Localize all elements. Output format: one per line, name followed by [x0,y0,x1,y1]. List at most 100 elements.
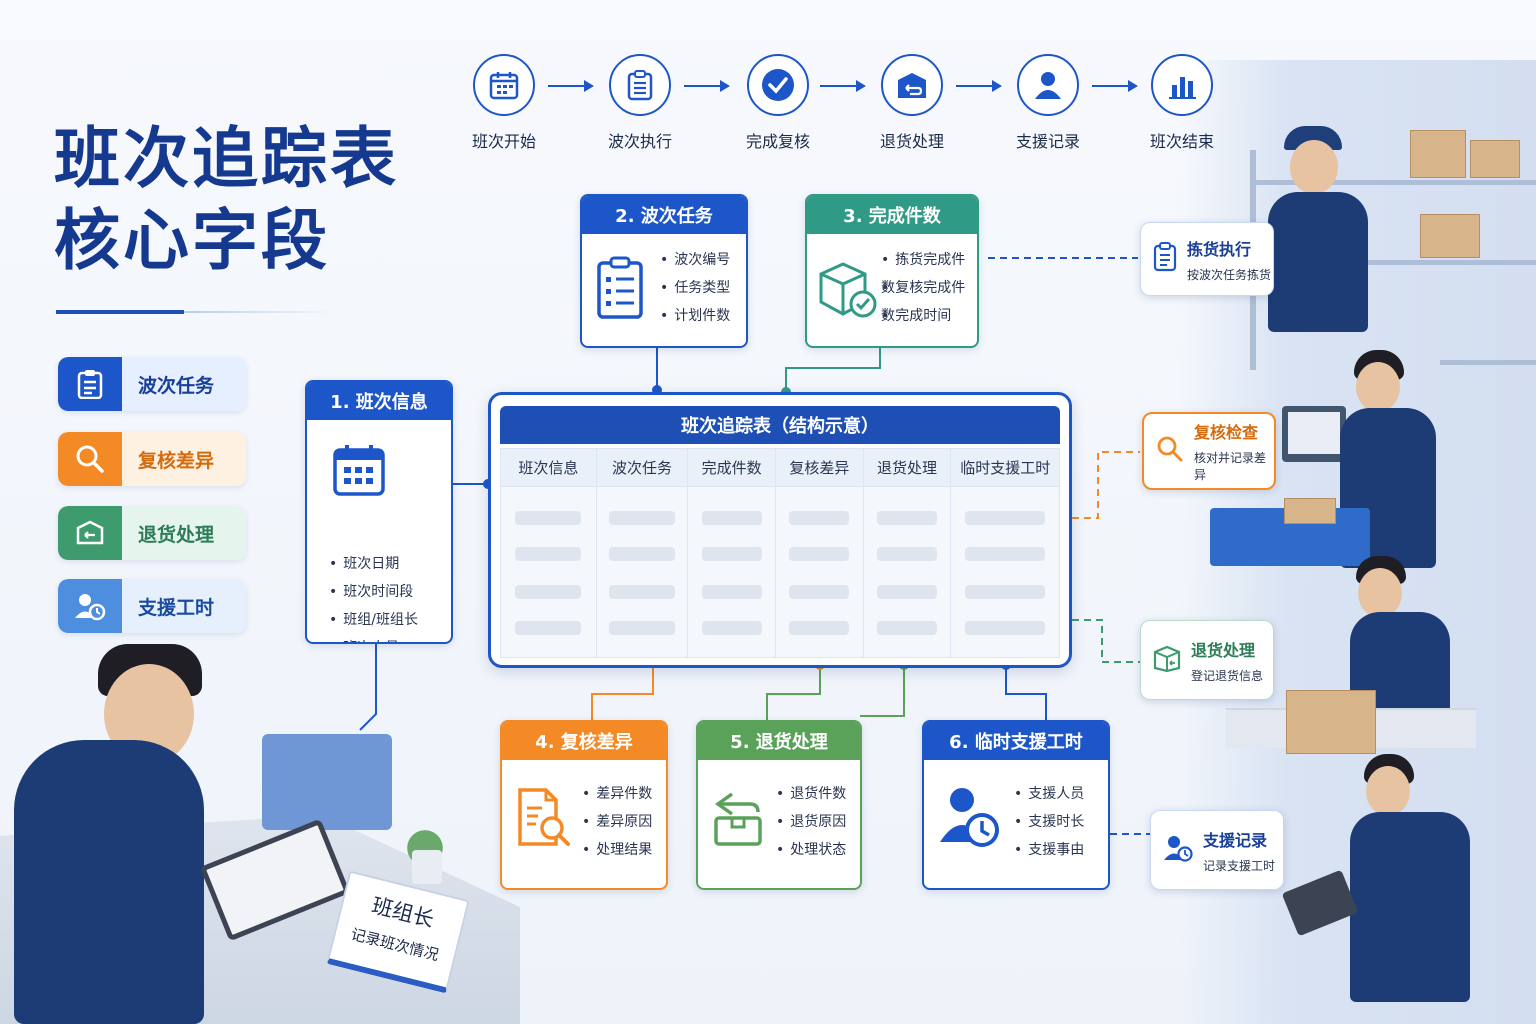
flow-arrow [548,80,594,92]
card-title: 3. 完成件数 [807,196,977,234]
checklist-icon [596,256,644,324]
callout-desc: 核对并记录差异 [1194,451,1267,482]
card-review-diff: 4. 复核差异 差异件数 差异原因 处理结果 [500,720,668,890]
table-header-cell: 完成件数 [688,449,776,487]
flow-step-support-record: 支援记录 [988,54,1108,152]
worker-head [1366,766,1410,816]
field-item: 处理结果 [582,836,652,864]
search-icon [58,432,122,486]
flow-step-returns: 退货处理 [852,54,972,152]
shelf-plank [1250,180,1536,185]
tracking-table: 班次信息 波次任务 完成件数 复核差异 退货处理 临时支援工时 [500,448,1060,658]
carton-box [1284,498,1336,524]
placeholder-cell [965,511,1046,525]
flow-step-label: 班次开始 [471,132,536,151]
card-shift-info: 1. 班次信息 班次日期 班次时间段 班组/班组长 班次人员 [305,380,453,644]
placeholder-cell [789,585,850,599]
table-header-cell: 复核差异 [776,449,863,487]
legend-review-diff: 复核差异 [58,432,246,486]
table-column: 退货处理 [863,449,952,657]
placeholder-cell [515,511,582,525]
user-clock-icon [1163,834,1193,866]
field-list: 支援人员 支援时长 支援事由 [1014,780,1084,864]
placeholder-cell [877,621,938,635]
field-list: 波次编号 任务类型 计划件数 [660,246,730,330]
field-item: 差异原因 [582,808,652,836]
callout-returns: 退货处理 登记退货信息 [1140,620,1274,700]
card-title: 4. 复核差异 [502,722,666,760]
placeholder-cell [789,511,850,525]
flow-step-label: 支援记录 [1015,132,1080,151]
return-box-icon [881,54,943,116]
field-list: 拣货完成件数 复核完成件数 完成时间 [881,246,977,330]
title-underline-fade [184,311,334,313]
carton-box [1470,140,1520,178]
table-column: 波次任务 [596,449,689,657]
placeholder-cell [965,621,1046,635]
flow-step-label: 班次结束 [1149,132,1214,151]
check-circle-icon [747,54,809,116]
user-clock-icon [938,786,1002,854]
placeholder-cell [877,585,938,599]
callout-title: 支援记录 [1203,830,1268,850]
flow-step-shift-start: 班次开始 [444,54,564,152]
legend-label: 复核差异 [122,432,246,486]
worker-head [1356,362,1400,412]
card-title: 1. 班次信息 [307,382,451,420]
page-title: 班次追踪表 核心字段 [54,118,399,282]
placeholder-cell [608,585,675,599]
box-check-icon [817,258,879,324]
field-item: 班次日期 [329,550,418,578]
callout-review-check: 复核检查 核对并记录差异 [1142,412,1276,490]
shelf-plank [1440,360,1536,365]
flow-step-wave-execution: 波次执行 [580,54,700,152]
flow-step-label: 退货处理 [879,132,944,151]
field-list: 班次日期 班次时间段 班组/班组长 班次人员 [329,550,418,642]
monitor-screen [1288,412,1340,454]
callout-title: 拣货执行 [1187,239,1252,259]
binder-stack [262,734,392,830]
field-item: 处理状态 [776,836,846,864]
callout-picking: 拣货执行 按波次任务拣货 [1140,222,1274,296]
field-item: 退货件数 [776,780,846,808]
field-item: 班次人员 [329,634,418,642]
table-column: 完成件数 [688,449,777,657]
field-item: 计划件数 [660,302,730,330]
callout-support-record: 支援记录 记录支援工时 [1150,810,1284,890]
field-item: 班次时间段 [329,578,418,606]
table-header-cell: 波次任务 [596,449,688,487]
field-item: 波次编号 [660,246,730,274]
calendar-icon [473,54,535,116]
field-item: 差异件数 [582,780,652,808]
flow-arrow [684,80,730,92]
placeholder-cell [608,511,675,525]
page-title-line1: 班次追踪表 [54,120,399,197]
placeholder-cell [515,585,582,599]
carton-box [1420,214,1480,258]
callout-desc: 按波次任务拣货 [1187,267,1272,282]
field-list: 差异件数 差异原因 处理结果 [582,780,652,864]
legend-wave-task: 波次任务 [58,357,246,411]
placeholder-cell [965,547,1046,561]
table-header-cell: 班次信息 [501,449,596,487]
field-item: 复核完成件数 [881,274,977,324]
return-box-icon [710,788,768,852]
legend-support-hours: 支援工时 [58,579,246,633]
bar-chart-icon [1151,54,1213,116]
plant-pot [412,850,442,884]
placeholder-cell [701,511,762,525]
user-icon [1017,54,1079,116]
card-title: 6. 临时支援工时 [924,722,1108,760]
placeholder-cell [877,511,938,525]
leader-body [14,740,204,1024]
placeholder-cell [965,585,1046,599]
carton-box [1410,130,1466,178]
field-item: 退货原因 [776,808,846,836]
table-column: 班次信息 [501,449,597,657]
card-support-hours: 6. 临时支援工时 支援人员 支援时长 支援事由 [922,720,1110,890]
worker-body [1350,812,1470,1002]
field-item: 支援事由 [1014,836,1084,864]
return-parcel [1286,690,1376,754]
table-column: 临时支援工时 [951,449,1059,657]
calendar-icon [331,442,387,502]
